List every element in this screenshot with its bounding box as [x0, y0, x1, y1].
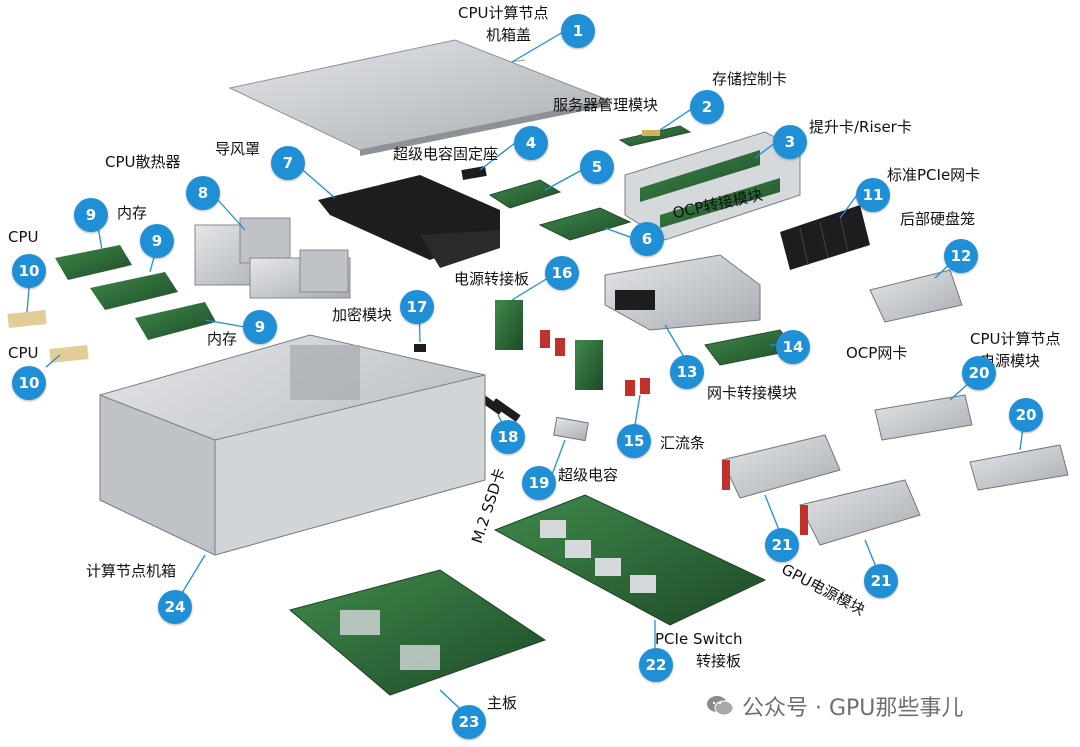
air-duct — [318, 175, 500, 268]
label-memory-2: 内存 — [207, 330, 238, 348]
badge-11: 11 — [856, 178, 890, 212]
cpu-heatsink — [194, 217, 351, 299]
power-adapter-board — [575, 340, 603, 390]
cpu-chip — [7, 310, 47, 328]
busbar — [540, 330, 650, 396]
badge-20b: 20 — [1009, 398, 1043, 432]
label-storage-card: 存储控制卡 — [712, 70, 788, 88]
label-cpu-heatsink: CPU散热器 — [105, 153, 181, 171]
badge-18: 18 — [491, 420, 525, 454]
cpu-psu — [874, 394, 973, 441]
mainboard — [288, 569, 547, 696]
badge-7: 7 — [271, 146, 305, 180]
label-power-adapter-board: 电源转接板 — [454, 270, 530, 288]
compute-node-chassis — [99, 334, 486, 556]
label-cover-line2: 机箱盖 — [486, 26, 532, 44]
gpu-psu — [721, 434, 921, 546]
label-bmc-module: 服务器管理模块 — [553, 96, 659, 114]
crypto-module — [414, 344, 426, 352]
riser-card — [624, 131, 801, 241]
badge-19: 19 — [522, 466, 556, 500]
badge-10a: 10 — [12, 254, 46, 288]
label-supercapacitor: 超级电容 — [558, 466, 619, 484]
rear-disk-cage — [869, 269, 963, 323]
badge-12: 12 — [944, 239, 978, 273]
badge-15: 15 — [617, 424, 651, 458]
label-ocp-nic: OCP网卡 — [846, 344, 908, 362]
pcie-switch-board — [493, 494, 767, 626]
badge-2: 2 — [690, 90, 724, 124]
label-mainboard: 主板 — [487, 694, 518, 712]
cpu-chip — [49, 345, 89, 363]
label-pcie-nic: 标准PCIe网卡 — [887, 166, 981, 184]
badge-4: 4 — [514, 126, 548, 160]
badge-5: 5 — [580, 150, 614, 184]
badge-17: 17 — [400, 290, 434, 324]
nic-adapter-module — [604, 254, 761, 331]
watermark-text: 公众号 · GPU那些事儿 — [742, 696, 964, 721]
badge-23: 23 — [452, 705, 486, 739]
badge-21a: 21 — [765, 528, 799, 562]
label-supercap-holder: 超级电容固定座 — [393, 145, 499, 163]
label-crypto-module: 加密模块 — [332, 306, 393, 324]
label-nic-adapter-module: 网卡转接模块 — [707, 384, 798, 402]
ocp-adapter — [538, 207, 632, 241]
label-pcie-switch-line1: PCIe Switch — [655, 630, 743, 648]
badge-13: 13 — [670, 355, 704, 389]
badge-6: 6 — [630, 222, 664, 256]
label-cpu-1: CPU — [8, 228, 39, 246]
badge-9a: 9 — [74, 198, 108, 232]
badge-22: 22 — [639, 648, 673, 682]
wechat-icon — [707, 696, 734, 716]
watermark: 公众号 · GPU那些事儿 — [706, 690, 963, 722]
badge-1: 1 — [561, 14, 595, 48]
label-riser-card: 提升卡/Riser卡 — [809, 118, 912, 136]
badge-3: 3 — [773, 125, 807, 159]
badge-10b: 10 — [12, 366, 46, 400]
label-busbar: 汇流条 — [660, 434, 706, 452]
memory-modules — [55, 245, 216, 340]
badge-8: 8 — [186, 176, 220, 210]
label-chassis: 计算节点机箱 — [86, 562, 177, 580]
label-cpu-psu-line1: CPU计算节点 — [970, 330, 1061, 348]
label-cpu-psu-line2: 电源模块 — [980, 352, 1041, 370]
cpu-psu — [969, 444, 1069, 491]
chassis-cover — [228, 39, 610, 156]
bmc-module — [488, 179, 562, 209]
pcie-nic — [780, 205, 870, 270]
badge-20a: 20 — [962, 356, 996, 390]
badge-9c: 9 — [243, 310, 277, 344]
label-cpu-2: CPU — [8, 344, 39, 362]
power-adapter-board — [495, 300, 523, 350]
label-air-duct: 导风罩 — [215, 140, 261, 158]
badge-9b: 9 — [140, 224, 174, 258]
label-memory-1: 内存 — [117, 204, 148, 222]
label-cover-line1: CPU计算节点 — [458, 4, 549, 22]
label-rear-disk-cage: 后部硬盘笼 — [900, 210, 976, 228]
supercapacitor — [553, 416, 589, 442]
badge-16: 16 — [545, 256, 579, 290]
label-pcie-switch-line2: 转接板 — [696, 652, 742, 670]
badge-14: 14 — [776, 330, 810, 364]
badge-24: 24 — [158, 590, 192, 624]
storage-controller-card — [618, 125, 692, 147]
badge-21b: 21 — [864, 564, 898, 598]
